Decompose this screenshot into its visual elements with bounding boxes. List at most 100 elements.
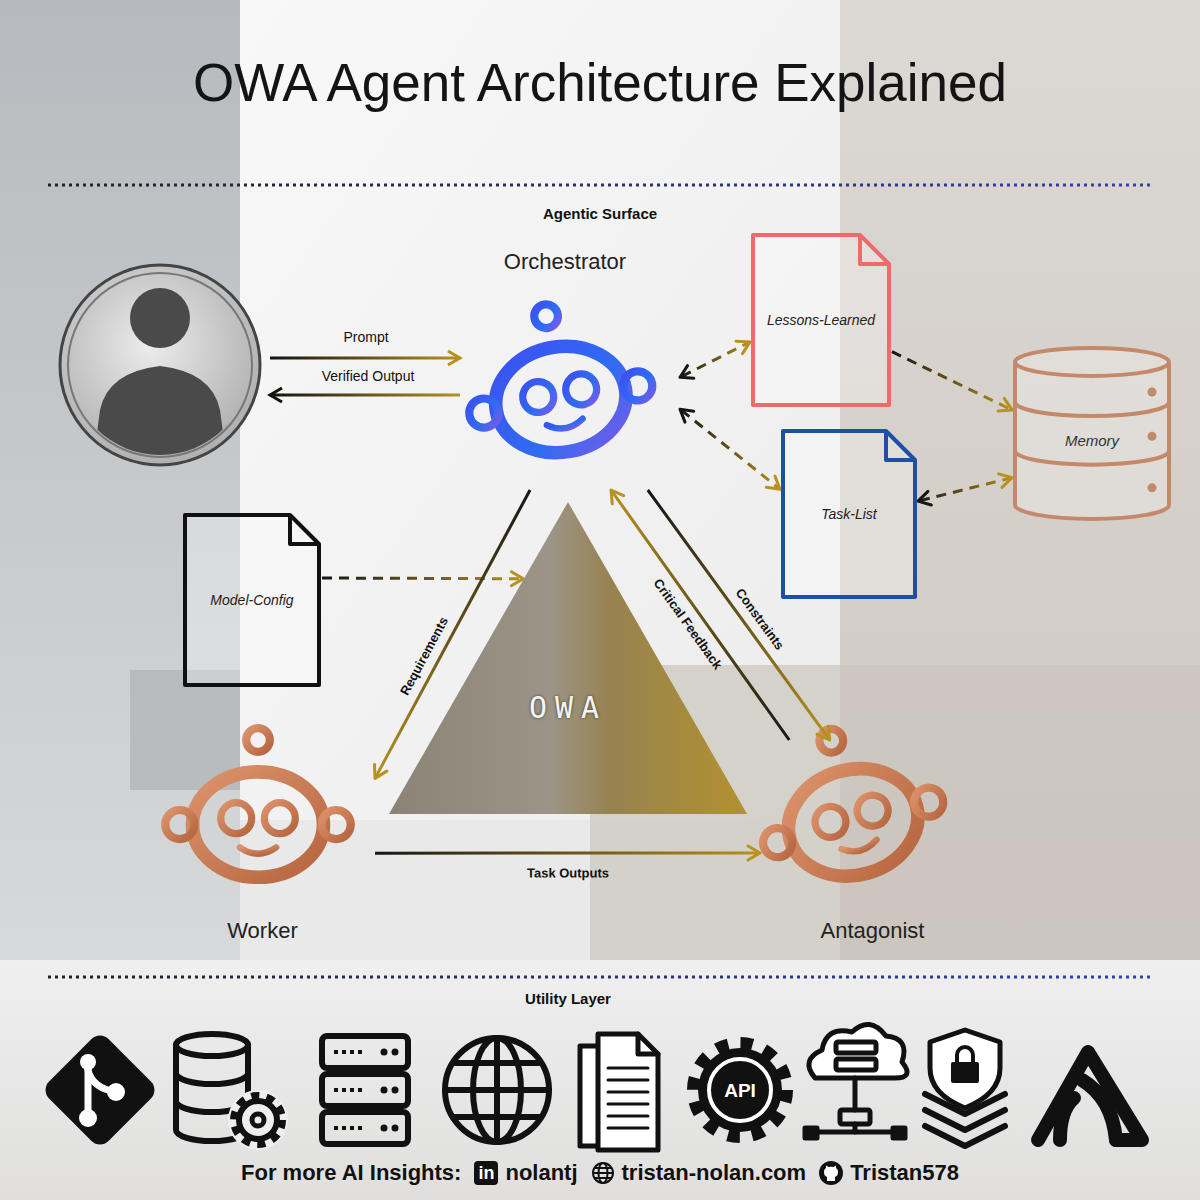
git-icon (107, 1083, 125, 1101)
cloud-server-icon (893, 1128, 905, 1138)
user-arrows (273, 394, 460, 397)
user-avatar (92, 366, 228, 470)
node-label: Antagonist (821, 918, 925, 944)
cloud-server-icon (853, 1124, 858, 1132)
web-icon (593, 1172, 613, 1174)
connector-line (322, 577, 521, 581)
document-icon (638, 1034, 658, 1054)
section-label: Utility Layer (525, 990, 611, 1007)
database-gear-icon (176, 1073, 248, 1084)
database-gear-icon (239, 1101, 277, 1139)
server-icon (381, 1049, 388, 1056)
node-label: Worker (227, 918, 298, 944)
database-band (1015, 451, 1169, 465)
node-label: Memory (1065, 432, 1119, 449)
connector (322, 572, 523, 586)
connector (918, 474, 1012, 505)
arrowhead (611, 490, 624, 504)
arrowhead (748, 846, 760, 860)
document-icon (608, 1067, 648, 1070)
footer-row: For more AI Insights: in nolantj tristan… (0, 1154, 1200, 1192)
document-node: Model-Config (182, 512, 322, 688)
connector-line (375, 851, 758, 854)
server-icon (392, 1049, 399, 1056)
database-band (1015, 402, 1169, 416)
document-icon (608, 1079, 648, 1082)
sentry-icon (1038, 1052, 1142, 1140)
section-label: Agentic Surface (543, 205, 657, 222)
connector (680, 409, 780, 489)
security-icon (951, 1062, 979, 1083)
background-panels (0, 960, 1200, 1200)
node-label: Lessons-Learned (767, 312, 875, 328)
security-icon (925, 1030, 1005, 1146)
user-arrows (270, 357, 457, 360)
user-avatar (130, 288, 190, 348)
arrowhead (736, 341, 750, 354)
connector (892, 352, 1012, 411)
document-outline (753, 235, 889, 405)
api-gear-icon (698, 1048, 782, 1132)
server-icon (334, 1088, 366, 1092)
diagram-title: OWA Agent Architecture Explained (0, 52, 1200, 113)
agent-node: Worker (150, 730, 375, 950)
database-gear-icon (176, 1034, 288, 1150)
globe-icon (445, 1038, 549, 1142)
document-fold (290, 515, 319, 544)
user-arrows (448, 351, 460, 365)
cloud-server-icon (805, 1024, 907, 1138)
footer-text: Tristan578 (850, 1160, 959, 1186)
cloud-server-icon (809, 1024, 907, 1078)
triangle-shape (388, 500, 748, 815)
dotted-divider (48, 185, 1152, 977)
github-icon (819, 1161, 843, 1185)
connector-line (682, 343, 748, 376)
background-panels (130, 670, 240, 790)
arrow-label: Prompt (343, 329, 388, 345)
server-icon (334, 1052, 366, 1128)
agent-icons (453, 288, 662, 467)
node-label: Model-Config (210, 592, 293, 608)
globe-icon (455, 1114, 539, 1120)
linkedin-badge: in (474, 1161, 498, 1185)
document-node: Lessons-Learned (750, 232, 892, 408)
user-arrows (270, 351, 460, 402)
connector (375, 846, 760, 860)
security-icon (957, 1047, 973, 1062)
web-icon (593, 1163, 613, 1183)
server-icon (334, 1050, 366, 1054)
github-icon (819, 1161, 843, 1185)
server-icon (322, 1036, 408, 1144)
api-gear-icon (694, 1044, 786, 1136)
footer-text: For more AI Insights: (241, 1160, 461, 1186)
web-icon (593, 1163, 613, 1183)
icon-text: API (724, 1080, 756, 1102)
arrowhead (999, 474, 1012, 488)
git-icon (41, 1031, 160, 1150)
github-icon (824, 1166, 838, 1182)
connector-line (682, 410, 779, 488)
database-dot (1148, 388, 1157, 397)
dotted-divider (48, 976, 1152, 979)
document-fold (860, 235, 889, 264)
arrowhead (918, 491, 931, 505)
node-label: OWA (529, 690, 607, 725)
security-icon (930, 1030, 1000, 1108)
database-gear-icon (252, 1114, 264, 1126)
git-icon (41, 1031, 160, 1150)
api-gear-icon (709, 1059, 771, 1121)
document-icon (608, 1103, 648, 1106)
globe-icon (494, 1038, 500, 1142)
arrow-label: Verified Output (322, 368, 415, 384)
server-icon (392, 1125, 399, 1132)
server-icon (322, 1112, 408, 1144)
database-gear-icon (228, 1090, 288, 1150)
document-icon (608, 1091, 648, 1094)
connector-line (920, 478, 1010, 500)
arrowhead (680, 409, 694, 422)
git-icon (79, 1109, 97, 1127)
cloud-server-icon (853, 1078, 858, 1110)
database-gear-icon (176, 1034, 248, 1056)
